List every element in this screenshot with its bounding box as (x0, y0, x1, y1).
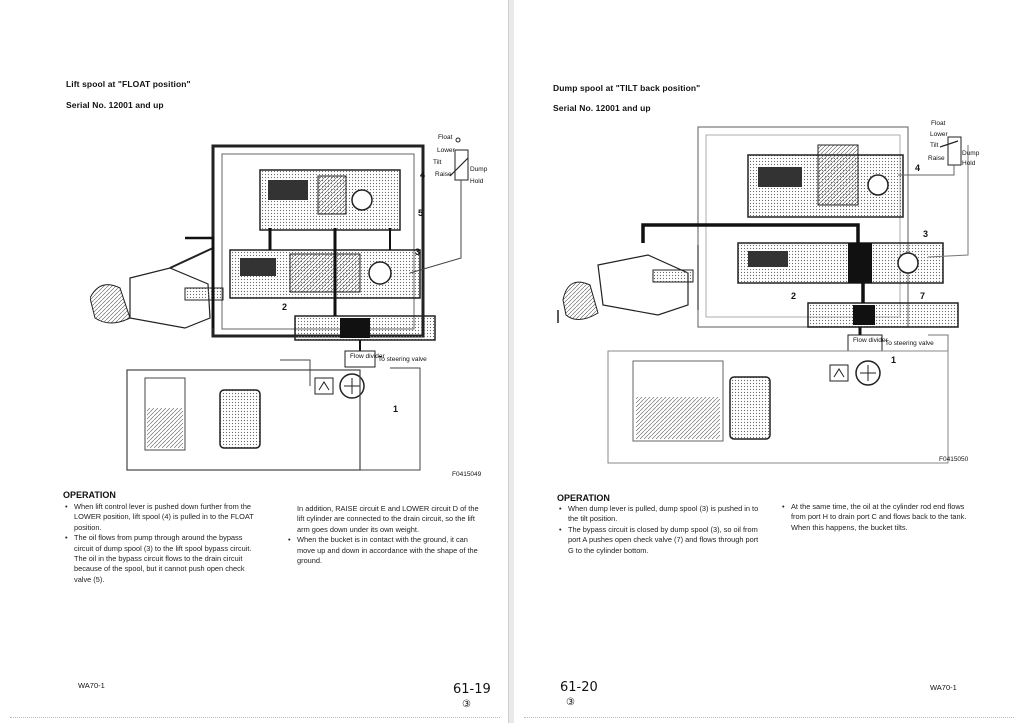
left-callout-3: 3 (415, 247, 420, 257)
left-flow-divider-label: Flow divider (350, 353, 386, 360)
right-hydraulic-diagram: Flow divider To steering valve Float Low… (557, 120, 980, 464)
left-footer-page-number: 61-19 (453, 682, 491, 697)
right-operation-col1: When dump lever is pulled, dump spool (3… (557, 504, 765, 556)
left-lever-tilt: Tilt (433, 159, 442, 166)
left-lever-dump: Dump (470, 166, 488, 173)
right-callout-7: 7 (920, 291, 925, 301)
right-op-item-1: When dump lever is pulled, dump spool (3… (557, 504, 765, 525)
left-callout-4: 4 (420, 170, 425, 180)
right-footer-page-number: 61-20 (560, 680, 598, 695)
right-operation-col2: At the same time, the oil at the cylinde… (780, 502, 980, 533)
right-callout-3: 3 (923, 229, 928, 239)
right-bottom-rule (524, 717, 1014, 718)
right-callout-4: 4 (915, 163, 920, 173)
left-steering-valve-label: To steering valve (378, 356, 427, 363)
left-lever-float: Float (438, 134, 453, 141)
left-lever-hold: Hold (470, 178, 484, 185)
left-hydraulic-diagram: Flow divider To steering valve Float Low… (90, 134, 488, 471)
right-footer-revision-mark: ③ (566, 697, 575, 708)
right-operation-heading: OPERATION (557, 493, 610, 503)
left-callout-5: 5 (418, 208, 423, 218)
right-lever-dump: Dump (962, 150, 980, 157)
left-bottom-rule (10, 717, 500, 718)
left-callout-1: 1 (393, 404, 398, 414)
left-op-col2-para: In addition, RAISE circuit E and LOWER c… (297, 504, 479, 534)
left-footer-model: WA70-1 (78, 681, 105, 690)
left-operation-col2: In addition, RAISE circuit E and LOWER c… (286, 504, 484, 566)
left-op-item-1: When lift control lever is pushed down f… (63, 502, 263, 533)
left-figure-id: F0415049 (452, 471, 482, 478)
right-flow-divider-label: Flow divider (853, 337, 889, 344)
right-op-item-2: The bypass circuit is closed by dump spo… (557, 525, 765, 556)
left-op-col2-item: When the bucket is in contact with the g… (286, 535, 484, 566)
left-operation-col1: When lift control lever is pushed down f… (63, 502, 263, 585)
left-op-item-2: The oil flows from pump through around t… (63, 533, 263, 554)
right-lever-raise: Raise (928, 155, 945, 162)
right-footer-model: WA70-1 (930, 683, 957, 692)
left-lever-lower: Lower (437, 147, 456, 154)
right-callout-2: 2 (791, 291, 796, 301)
right-lever-float: Float (931, 120, 946, 127)
right-op-col2-item: At the same time, the oil at the cylinde… (780, 502, 980, 523)
left-page: Lift spool at "FLOAT position" Serial No… (0, 0, 508, 723)
left-footer-revision-mark: ③ (462, 699, 471, 710)
right-callout-1: 1 (891, 355, 896, 365)
right-figure-id: F0415050 (939, 456, 969, 463)
left-callout-2: 2 (282, 302, 287, 312)
left-page-title: Lift spool at "FLOAT position" (66, 79, 191, 89)
left-lever-raise: Raise (435, 171, 452, 178)
right-page: Dump spool at "TILT back position" Seria… (514, 0, 1024, 723)
right-op-col2-para: When this happens, the bucket tilts. (791, 522, 908, 532)
right-lever-tilt: Tilt (930, 142, 939, 149)
right-steering-valve-label: To steering valve (885, 340, 934, 347)
right-page-title: Dump spool at "TILT back position" (553, 83, 701, 93)
left-serial-number: Serial No. 12001 and up (66, 100, 164, 110)
right-lever-lower: Lower (930, 131, 949, 138)
left-operation-heading: OPERATION (63, 490, 116, 500)
left-op-item-3: The oil in the bypass circuit flows to t… (74, 554, 245, 584)
right-lever-hold: Hold (962, 160, 976, 167)
right-serial-number: Serial No. 12001 and up (553, 103, 651, 113)
